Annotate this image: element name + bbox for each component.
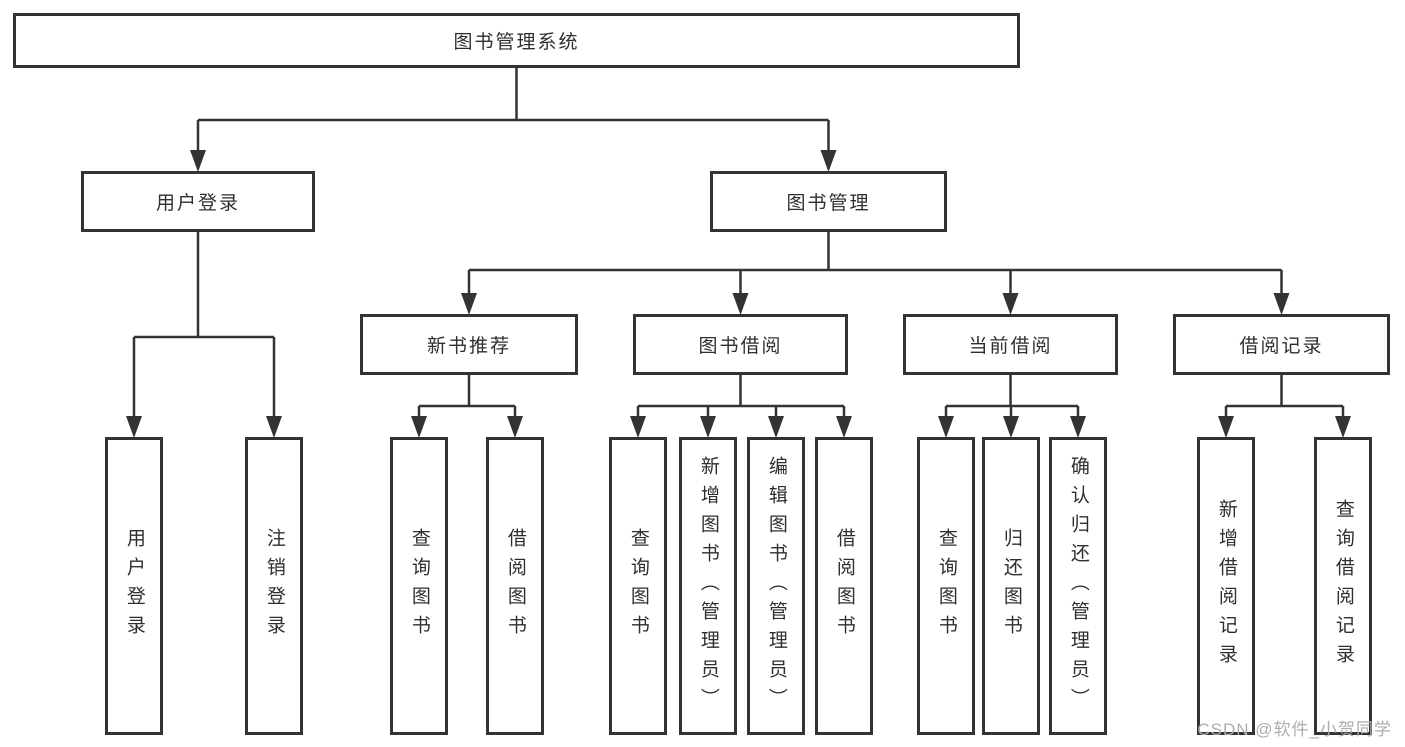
node-label: 确认归还（管理员） xyxy=(1067,455,1089,717)
connector-new-book-recommend xyxy=(417,375,517,419)
node-library-system: 图书管理系统 xyxy=(13,13,1020,68)
leaf-user-login: 用户登录 xyxy=(105,437,163,735)
leaf-confirm-return-admin: 确认归还（管理员） xyxy=(1049,437,1107,735)
leaf-borrow-books-recommend: 借阅图书 xyxy=(486,437,544,735)
node-label: 查询图书 xyxy=(408,528,430,644)
node-label: 借阅记录 xyxy=(1239,336,1324,357)
node-label: 注销登录 xyxy=(263,528,285,644)
leaf-query-borrow-record: 查询借阅记录 xyxy=(1314,437,1372,735)
node-label: 图书管理 xyxy=(786,193,871,214)
watermark: CSDN @软件_小贺同学 xyxy=(1197,720,1392,739)
node-label: 当前借阅 xyxy=(968,336,1053,357)
node-label: 图书借阅 xyxy=(698,336,783,357)
leaf-query-books-borrowing: 查询图书 xyxy=(609,437,667,735)
connector-book-borrowing xyxy=(636,375,846,419)
node-label: 查询借阅记录 xyxy=(1332,499,1354,673)
node-label: 用户登录 xyxy=(123,528,145,644)
leaf-borrow-books-borrowing: 借阅图书 xyxy=(815,437,873,735)
connector-root xyxy=(196,68,830,153)
node-label: 归还图书 xyxy=(1000,528,1022,644)
node-borrowing-records: 借阅记录 xyxy=(1173,314,1390,375)
leaf-logout: 注销登录 xyxy=(245,437,303,735)
leaf-return-books: 归还图书 xyxy=(982,437,1040,735)
node-book-borrowing: 图书借阅 xyxy=(633,314,848,375)
node-label: 图书管理系统 xyxy=(453,32,580,53)
leaf-query-books-recommend: 查询图书 xyxy=(390,437,448,735)
leaf-add-borrow-record: 新增借阅记录 xyxy=(1197,437,1255,735)
connector-current-borrowing xyxy=(944,375,1080,419)
node-label: 查询图书 xyxy=(627,528,649,644)
leaf-edit-book-admin: 编辑图书（管理员） xyxy=(747,437,805,735)
connector-user-login xyxy=(132,232,276,419)
node-label: 查询图书 xyxy=(935,528,957,644)
node-book-management: 图书管理 xyxy=(710,171,947,232)
node-label: 新书推荐 xyxy=(426,336,511,357)
node-new-book-recommend: 新书推荐 xyxy=(360,314,578,375)
node-label: 借阅图书 xyxy=(504,528,526,644)
node-label: 编辑图书（管理员） xyxy=(765,455,787,717)
connector-borrowing-records xyxy=(1224,375,1345,419)
node-label: 借阅图书 xyxy=(833,528,855,644)
node-label: 用户登录 xyxy=(155,193,240,214)
node-current-borrowing: 当前借阅 xyxy=(903,314,1118,375)
connector-book-management xyxy=(467,232,1283,296)
node-label: 新增图书（管理员） xyxy=(697,455,719,717)
node-label: 新增借阅记录 xyxy=(1215,499,1237,673)
leaf-query-books-current: 查询图书 xyxy=(917,437,975,735)
leaf-add-book-admin: 新增图书（管理员） xyxy=(679,437,737,735)
node-user-login: 用户登录 xyxy=(81,171,315,232)
